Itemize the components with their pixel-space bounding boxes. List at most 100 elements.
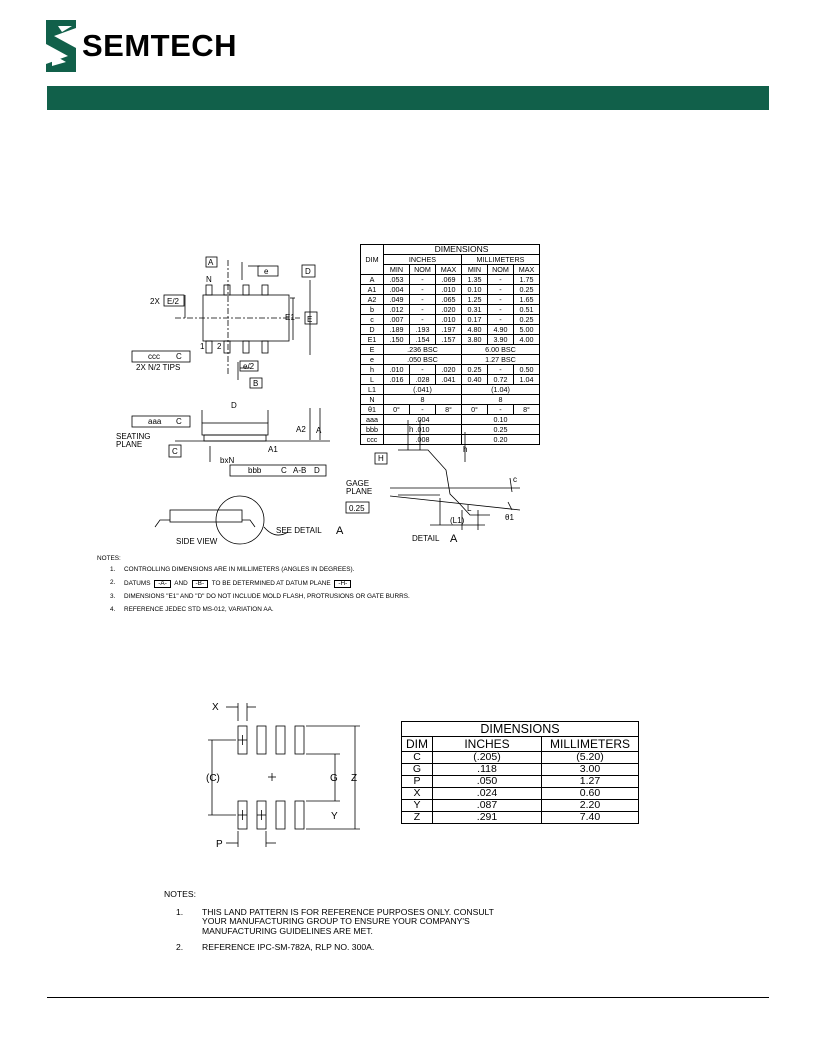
value-cell: - <box>409 314 436 325</box>
dim-cell: Y <box>401 799 433 812</box>
gage-plane-label-2: PLANE <box>346 487 372 496</box>
value-cell: 1.35 <box>461 274 488 285</box>
value-cell: .008 <box>383 434 462 445</box>
value-cell: 0.17 <box>461 314 488 325</box>
dim-cell: Z <box>401 811 433 824</box>
value-cell: 0.10 <box>461 414 540 425</box>
col-header: INCHES <box>432 736 542 752</box>
dim-cell: N <box>360 394 384 405</box>
col-header: MIN <box>461 264 488 275</box>
value-cell: .016 <box>383 374 410 385</box>
land-dimensions-table: DIMENSIONS DIM INCHES MILLIMETERS C(.205… <box>401 721 639 824</box>
value-cell: .050 <box>432 775 542 788</box>
datum-box: -B- <box>191 579 209 589</box>
value-cell: 0.50 <box>513 364 540 375</box>
value-cell: 0.20 <box>461 434 540 445</box>
table-row: θ1 0°-8° 0°-8° <box>360 404 540 415</box>
table-title: DIMENSIONS <box>383 244 540 255</box>
value-cell: - <box>487 284 514 295</box>
value-cell: 3.00 <box>541 763 639 776</box>
value-cell: .010 <box>383 424 462 435</box>
dim-cell: C <box>401 751 433 764</box>
value-cell: 5.00 <box>513 324 540 335</box>
value-cell: .189 <box>383 324 410 335</box>
e-label: e <box>264 267 269 276</box>
land-y-label: Y <box>331 811 338 822</box>
value-cell: 3.90 <box>487 334 514 345</box>
value-cell: .087 <box>432 799 542 812</box>
dim-cell: G <box>401 763 433 776</box>
value-cell: - <box>409 304 436 315</box>
col-header: MAX <box>513 264 540 275</box>
value-cell: 8° <box>513 404 540 415</box>
table-row: A1 .004-.010 0.10-0.25 <box>360 284 540 295</box>
semtech-logo <box>42 18 292 74</box>
table-row: c .007-.010 0.17-0.25 <box>360 314 540 325</box>
footer-rule <box>47 997 769 998</box>
n-label: N <box>206 275 212 284</box>
gage-plane-label: GAGE <box>346 479 369 488</box>
pin-2-label: 2 <box>217 342 222 351</box>
dim-cell: L1 <box>360 384 384 395</box>
table-row: e .050 BSC 1.27 BSC <box>360 354 540 365</box>
value-cell: 1.65 <box>513 294 540 305</box>
value-cell: 0° <box>461 404 488 415</box>
dim-cell: E <box>360 344 384 355</box>
note-fragment: DATUMS <box>124 579 151 587</box>
e-half-width-label: E/2 <box>167 297 180 306</box>
note-item: 2. REFERENCE IPC-SM-782A, RLP NO. 300A. <box>164 942 502 953</box>
dim-cell: X <box>401 787 433 800</box>
brand-name: SEMTECH <box>82 28 238 63</box>
value-cell: - <box>487 294 514 305</box>
note-number: 2. <box>110 578 116 586</box>
note-item: 1. THIS LAND PATTERN IS FOR REFERENCE PU… <box>164 907 502 937</box>
value-cell: .193 <box>409 324 436 335</box>
value-cell: .118 <box>432 763 542 776</box>
bxn-label: bxN <box>220 456 234 465</box>
land-p-label: P <box>216 839 223 850</box>
a1-label: A1 <box>268 445 278 454</box>
value-cell: 3.80 <box>461 334 488 345</box>
d-side-label: D <box>231 401 237 410</box>
note-item: 2. DATUMS -A- AND -B- TO BE DETERMINED A… <box>97 578 424 589</box>
value-cell: - <box>409 364 436 375</box>
datum-box: -A- <box>154 579 171 589</box>
gage-value-label: 0.25 <box>349 504 365 513</box>
value-cell: 0.60 <box>541 787 639 800</box>
theta-label: θ1 <box>505 513 514 522</box>
side-view-label: SIDE VIEW <box>176 537 218 546</box>
value-cell: .010 <box>435 284 462 295</box>
header-bar <box>47 86 769 110</box>
value-cell: - <box>409 284 436 295</box>
dim-cell: c <box>360 314 384 325</box>
note-item: 4. REFERENCE JEDEC STD MS-012, VARIATION… <box>97 606 424 613</box>
land-c-label: (C) <box>206 773 220 784</box>
seating-plane-label-2: PLANE <box>116 440 142 449</box>
bbb-ab-label: A-B <box>293 466 306 475</box>
value-cell: 0.72 <box>487 374 514 385</box>
value-cell: .010 <box>435 314 462 325</box>
table-row: aaa .004 0.10 <box>360 414 540 425</box>
value-cell: (1.04) <box>461 384 540 395</box>
dim-cell: bbb <box>360 424 384 435</box>
value-cell: .069 <box>435 274 462 285</box>
value-cell: .041 <box>435 374 462 385</box>
note-item: 1. CONTROLLING DIMENSIONS ARE IN MILLIME… <box>97 566 424 574</box>
note-text: CONTROLLING DIMENSIONS ARE IN MILLIMETER… <box>124 566 355 574</box>
value-cell: 4.00 <box>513 334 540 345</box>
l1-label: (L1) <box>450 516 465 525</box>
dim-cell: A1 <box>360 284 384 295</box>
value-cell: - <box>409 294 436 305</box>
value-cell: 1.75 <box>513 274 540 285</box>
note-fragment: AND <box>174 579 188 587</box>
c-label: c <box>513 475 517 484</box>
value-cell: - <box>487 364 514 375</box>
aaa-c-label: C <box>176 417 182 426</box>
col-header: MAX <box>435 264 462 275</box>
value-cell: - <box>409 404 436 415</box>
value-cell: 1.25 <box>461 294 488 305</box>
